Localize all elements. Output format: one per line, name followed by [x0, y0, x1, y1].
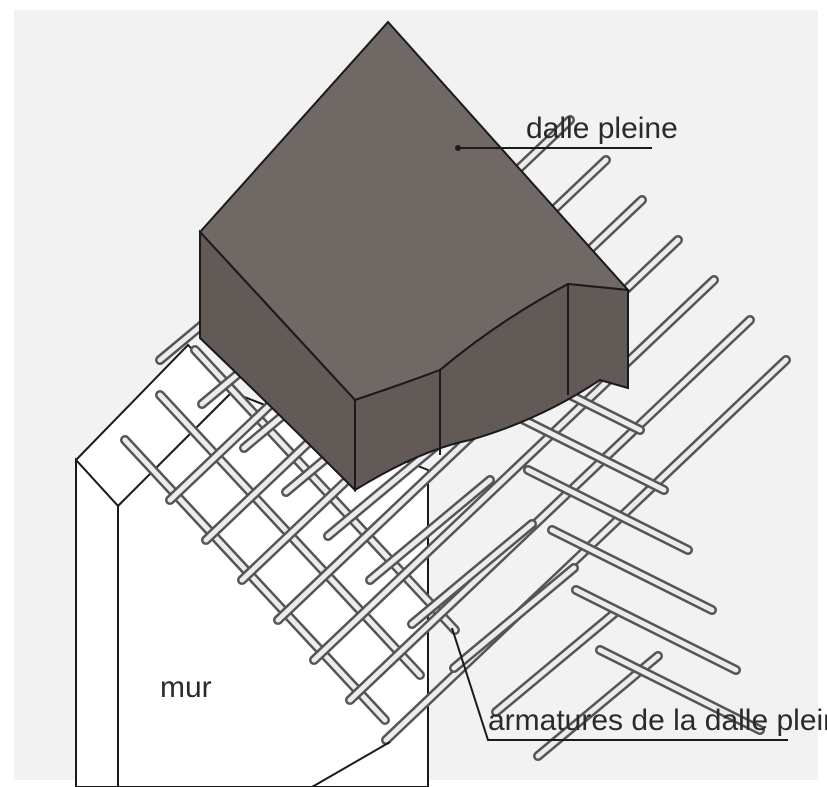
slab-left-face — [199, 229, 356, 493]
rebar-bar-highlight — [311, 277, 717, 663]
wall-front-face — [75, 457, 119, 787]
rebar-label: armatures de la dalle pleine — [488, 704, 827, 737]
slab-right-face — [354, 282, 629, 492]
wall-label: mur — [160, 671, 212, 704]
rebar-bar-highlight — [493, 609, 619, 715]
wall-section-line — [311, 741, 391, 787]
slab-label: dalle pleine — [526, 112, 678, 145]
rebar-bar-highlight — [549, 527, 715, 613]
rebar-bar-highlight — [597, 647, 763, 733]
rebar-bar-highlight — [409, 521, 535, 627]
rebar-bar-highlight — [573, 587, 739, 673]
slab — [198, 20, 631, 493]
rebar-bar-highlight — [525, 467, 691, 553]
rebar-bar-highlight — [192, 347, 458, 633]
slab-leader-dot — [455, 145, 461, 151]
rebar-bar-highlight — [501, 407, 667, 493]
rebar-leader-line — [451, 627, 788, 741]
rebar-bar-highlight — [122, 437, 388, 723]
rebar-bar-highlight — [367, 477, 493, 583]
rebar-bar-highlight — [451, 565, 577, 671]
rebar-bar-highlight — [347, 317, 753, 703]
